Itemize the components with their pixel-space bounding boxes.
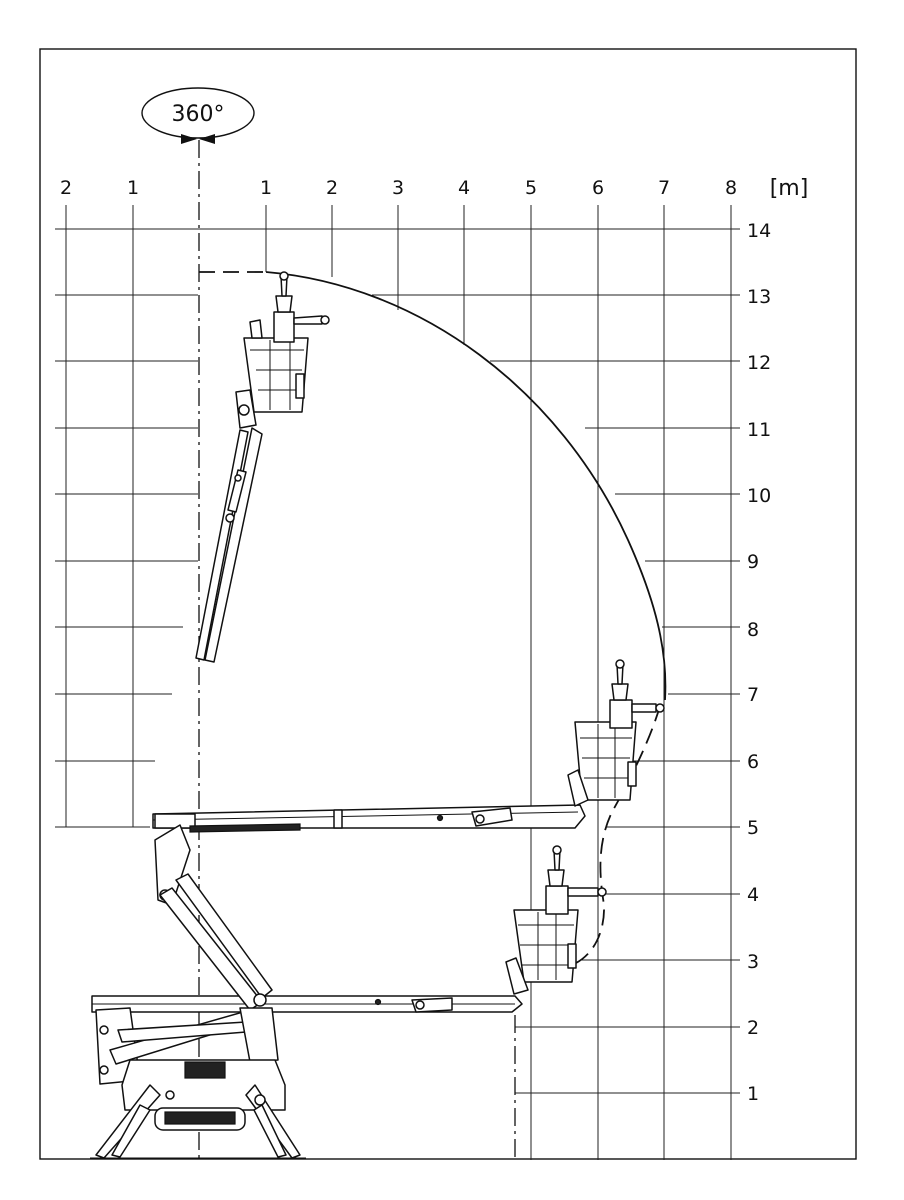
rotation-arrow-left-icon <box>181 134 197 144</box>
chassis <box>90 1059 306 1159</box>
y-tick-label: 11 <box>747 419 771 441</box>
x-tick-label: 8 <box>725 177 737 199</box>
y-tick-label: 14 <box>747 220 771 242</box>
x-tick-label: 6 <box>592 177 604 199</box>
working-envelope <box>265 271 667 701</box>
rotation-ellipse <box>141 87 255 139</box>
y-tick-label: 2 <box>747 1017 759 1039</box>
x-tick-label: 1 <box>260 177 272 199</box>
y-tick-label: 6 <box>747 751 759 773</box>
rotation-label: 360° <box>172 102 225 127</box>
y-tick-label: 12 <box>747 352 771 374</box>
boom-outreach-low <box>91 845 607 1013</box>
envelope-lower-dash <box>571 705 661 966</box>
y-tick-label: 8 <box>747 619 759 641</box>
unit-label: [m] <box>770 176 809 201</box>
x-tick-label: 1 <box>127 177 139 199</box>
y-tick-label: 13 <box>747 286 771 308</box>
boom-outreach-high <box>152 659 665 833</box>
x-tick-label: 3 <box>392 177 404 199</box>
y-tick-label: 5 <box>747 817 759 839</box>
x-tick-label: 2 <box>326 177 338 199</box>
y-tick-label: 3 <box>747 951 759 973</box>
y-tick-label: 7 <box>747 684 759 706</box>
diagram-frame <box>39 48 857 1160</box>
rotation-indicator: 360° <box>141 87 255 144</box>
x-tick-label: 2 <box>60 177 72 199</box>
raised-boom <box>195 271 330 663</box>
y-tick-label: 9 <box>747 551 759 573</box>
x-tick-label: 7 <box>658 177 670 199</box>
y-tick-label: 10 <box>747 485 771 507</box>
x-tick-label: 5 <box>525 177 537 199</box>
x-tick-label: 4 <box>458 177 470 199</box>
grid <box>55 205 740 1160</box>
y-tick-label: 1 <box>747 1083 759 1105</box>
y-axis-labels: 14 13 12 11 10 9 8 7 6 5 4 3 2 1 <box>747 220 771 1105</box>
x-axis-labels: 2 1 1 2 3 4 5 6 7 8 [m] <box>60 176 808 201</box>
y-tick-label: 4 <box>747 884 759 906</box>
rotation-arrow-right-icon <box>199 134 215 144</box>
lift-arms <box>95 824 279 1085</box>
